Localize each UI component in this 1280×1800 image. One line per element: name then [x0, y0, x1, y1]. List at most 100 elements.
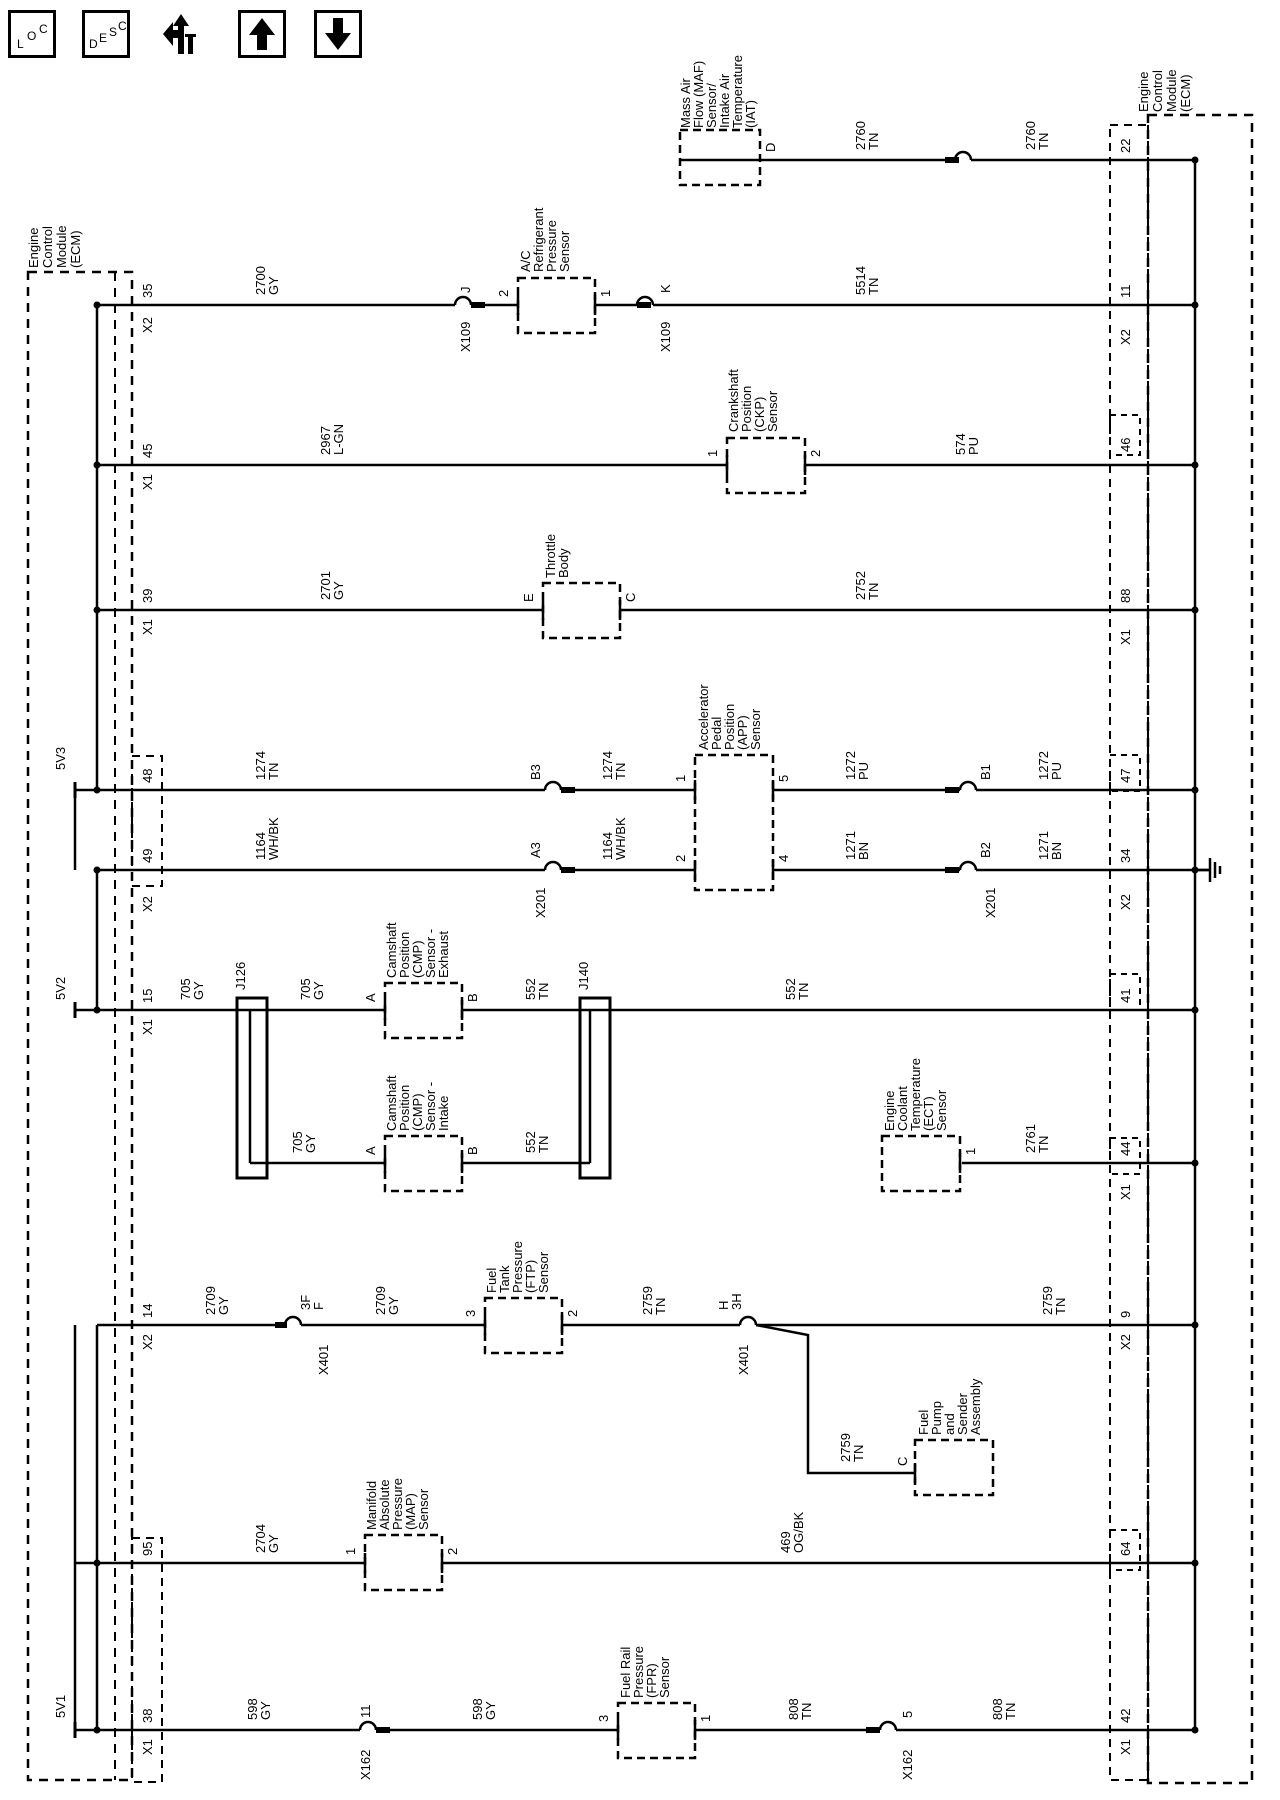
wire-label: 2760TN [853, 121, 881, 150]
left-ecm-box [26, 270, 134, 1782]
desc-button[interactable]: D E S C [82, 10, 130, 58]
wire-label: 598GY [245, 1698, 273, 1720]
conn-x2: X2 [140, 317, 155, 333]
wire-label: 2759TN [640, 1286, 668, 1315]
wire-label: 808TN [990, 1698, 1018, 1720]
connector-x201-b1: B1 [978, 764, 993, 780]
wire-label: 552TN [523, 1131, 551, 1153]
pin: 35 [140, 284, 155, 298]
pin: 34 [1118, 849, 1133, 863]
ref-5v1: 5V1 [53, 1695, 68, 1718]
terminal: B [465, 1146, 480, 1155]
wire-label: 574PU [953, 433, 981, 455]
wire-label: 2967L-GN [318, 424, 346, 455]
wire-label: 1272PU [843, 751, 871, 780]
ckp-sensor-label: CrankshaftPosition(CKP)Sensor [726, 369, 780, 432]
fuel-pump-box [913, 1438, 995, 1497]
wire-label: 469OG/BK [778, 1511, 806, 1553]
wire-label: 552TN [523, 978, 551, 1000]
terminal: 1 [673, 775, 688, 782]
right-ecm-box [1146, 113, 1254, 1785]
fpr-sensor-label: Fuel RailPressure(FPR)Sensor [618, 1646, 672, 1698]
wire-label: 2700GY [253, 266, 281, 295]
pin: 22 [1118, 139, 1133, 153]
conn-x1: X1 [140, 474, 155, 490]
next-page-button[interactable] [314, 10, 362, 58]
connector-x401-3f: 3FF [298, 1295, 326, 1310]
wire-label: 2752TN [853, 571, 881, 600]
arrow-down-icon [325, 18, 351, 50]
conn-x2: X2 [140, 896, 155, 912]
pin: 95 [140, 1542, 155, 1556]
wire-label: 2760TN [1023, 121, 1051, 150]
terminal: 2 [445, 1548, 460, 1555]
wire-label: 1271BN [843, 831, 871, 860]
ac-sensor-label: A/CRefrigerantPressureSensor [518, 207, 572, 272]
terminal: 1 [698, 1715, 713, 1722]
wire-label: 808TN [786, 1698, 814, 1720]
pin: 46 [1118, 438, 1133, 452]
ect-sensor-label: EngineCoolantTemperature(ECT)Sensor [882, 1058, 949, 1131]
connector-x109-j: X109 [458, 322, 473, 352]
wire-label: 1271BN [1036, 831, 1064, 860]
connector-x162-5: 5 [900, 1711, 915, 1718]
fuel-pump-label: FuelPumpandSenderAssembly [916, 1378, 983, 1435]
terminal: C [895, 1457, 910, 1466]
terminal: 2 [565, 1310, 580, 1317]
terminal: 1 [963, 1148, 978, 1155]
conn-x2: X2 [1118, 1334, 1133, 1350]
previous-page-button[interactable] [238, 10, 286, 58]
pin: 41 [1118, 989, 1133, 1003]
pin: 45 [140, 444, 155, 458]
terminal: 1 [598, 290, 613, 297]
pin: 47 [1118, 769, 1133, 783]
terminal: 3 [596, 1715, 611, 1722]
map-sensor-box [363, 1533, 444, 1592]
terminal: A [363, 1146, 378, 1155]
connector-x162-11: 11 [358, 1705, 373, 1719]
pin: J [458, 287, 473, 294]
cmp-intake-box [383, 1134, 464, 1193]
wire-label: 552TN [783, 978, 811, 1000]
app-sensor-label: AcceleratorPedalPosition(APP)Sensor [696, 684, 763, 750]
wire-labels: 2760TN 2760TN 2700GY 5514TN 2967L-GN 574… [178, 121, 1068, 1720]
wire-label: 1274TN [253, 751, 281, 780]
fpr-sensor-box [616, 1701, 697, 1760]
pin: 48 [140, 769, 155, 783]
wire-label: 2709GY [373, 1286, 401, 1315]
conn-x1: X1 [1118, 1184, 1133, 1200]
terminal: 2 [496, 290, 511, 297]
terminal: 4 [776, 855, 791, 862]
ref-5v2: 5V2 [53, 977, 68, 1000]
wire-label: 1164WH/BK [600, 817, 628, 860]
terminal-labels: D 2 1 1 2 E C 1 2 5 4 A B A B 1 3 2 C 1 … [343, 143, 978, 1722]
terminal: B [465, 993, 480, 1002]
wire-label: 2709GY [203, 1286, 231, 1315]
wire-label: 705GY [178, 978, 206, 1000]
connector-x201-b2: B2 [978, 842, 993, 858]
wire-label: 1272PU [1036, 751, 1064, 780]
cmp-intake-label: CamshaftPosition(CMP)Sensor -Intake [384, 1075, 451, 1131]
maf-sensor-box [678, 128, 762, 187]
pin: 38 [140, 1709, 155, 1723]
maf-sensor-label: Mass AirFlow (MAF)Sensor/Intake AirTempe… [678, 55, 758, 128]
ref-5v3: 5V3 [53, 747, 68, 770]
wire-label: 2704GY [253, 1524, 281, 1553]
ac-sensor-box [516, 276, 597, 335]
ground-distribution-button[interactable] [155, 8, 205, 60]
wire-label: 1164WH/BK [253, 817, 281, 860]
conn-x1: X1 [1118, 1739, 1133, 1755]
loc-button[interactable]: L O C [8, 10, 56, 58]
ect-sensor-box [880, 1134, 962, 1193]
splice-j140-label: J140 [576, 962, 591, 990]
pin: 42 [1118, 1709, 1133, 1723]
wire-label: 2761TN [1023, 1124, 1051, 1153]
connector-x401-3h: H3H [716, 1293, 744, 1310]
conn-x1: X1 [1118, 629, 1133, 645]
connector-x201-right: X201 [983, 888, 998, 918]
conn-x1: X1 [140, 1739, 155, 1755]
app-sensor-box [693, 753, 775, 892]
arrow-up-icon [249, 18, 275, 50]
terminal: 5 [776, 775, 791, 782]
